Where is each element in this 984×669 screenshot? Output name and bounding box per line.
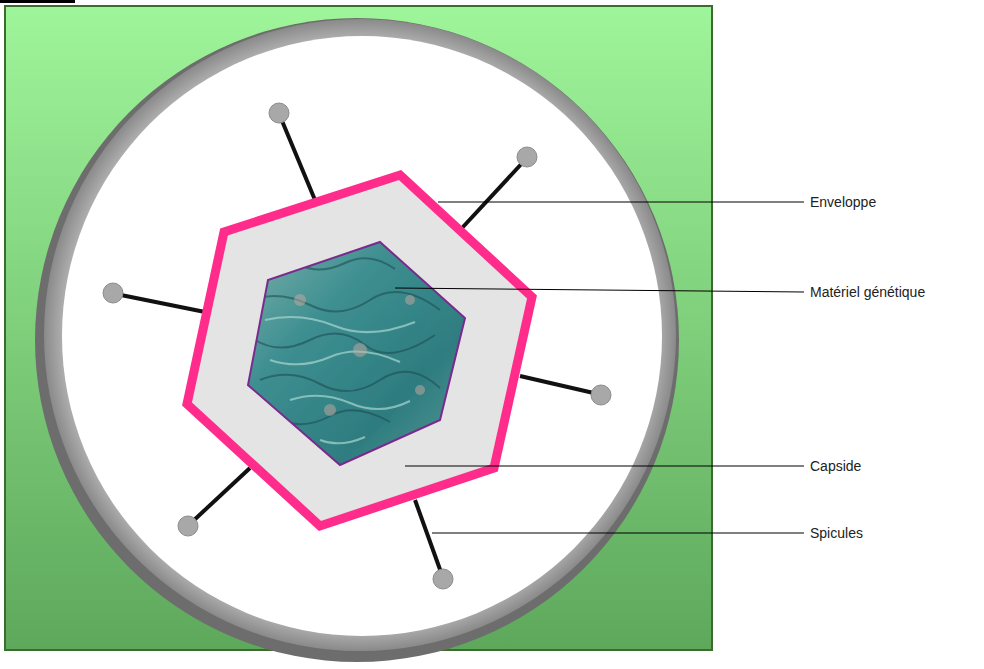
inner-circle: [62, 36, 662, 636]
leader-lines: [395, 202, 804, 533]
spicule-tips: [103, 103, 611, 589]
background-square: [5, 6, 712, 650]
part-label: Matériel génétique: [810, 284, 925, 300]
part-label: Capside: [810, 458, 861, 474]
part-label: Spicules: [810, 525, 863, 541]
outer-ring: [44, 19, 676, 651]
heading-rule: [0, 0, 75, 3]
capsid-inner-border: [248, 242, 465, 465]
genetic-material: [240, 235, 470, 470]
envelope-hexagon: [187, 175, 532, 526]
part-label: Enveloppe: [810, 194, 876, 210]
spicules: [116, 116, 598, 575]
outer-ring-shadow: [35, 18, 679, 662]
